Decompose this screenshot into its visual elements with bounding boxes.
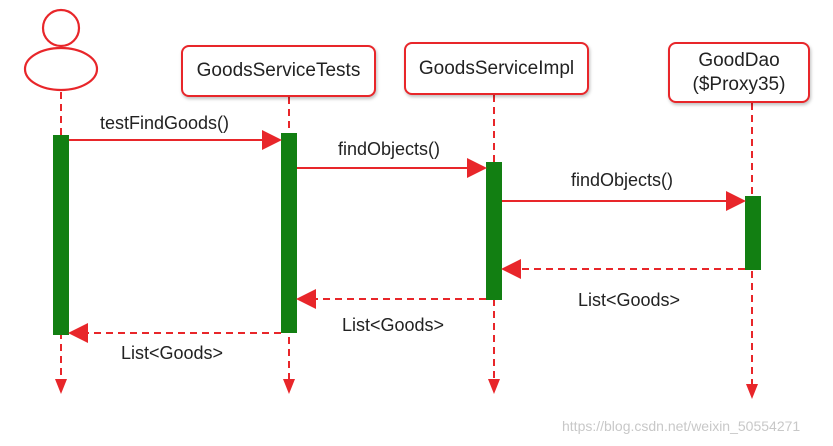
participant-label-line-1: GoodDao (698, 49, 780, 71)
participant-goods-service-impl: GoodsServiceImpl (404, 42, 589, 95)
participant-good-dao: GoodDao ($Proxy35) (668, 42, 810, 103)
activation-goods-service-impl (486, 162, 502, 300)
participant-goods-service-tests: GoodsServiceTests (181, 45, 376, 97)
participant-label: GoodsServiceImpl (418, 57, 575, 79)
participant-label: GoodsServiceTests (196, 60, 361, 81)
lifelines (60, 92, 753, 385)
message-label-find-objects-dao: findObjects() (571, 170, 674, 190)
watermark: https://blog.csdn.net/weixin_50554271 (562, 418, 801, 434)
message-label-test-find-goods: testFindGoods() (100, 113, 230, 133)
activation-actor (53, 135, 69, 335)
lifeline-impl-arrowhead (488, 379, 500, 394)
return-label-dao-to-impl: List<Goods> (578, 290, 681, 310)
return-label-impl-to-tests: List<Goods> (342, 315, 445, 335)
return-label-tests-to-actor: List<Goods> (121, 343, 224, 363)
actor-icon (23, 8, 99, 92)
lifeline-actor-arrowhead (55, 379, 67, 394)
message-label-find-objects-impl: findObjects() (338, 139, 441, 159)
activation-good-dao (745, 196, 761, 270)
lifeline-tests-arrowhead (283, 379, 295, 394)
activation-goods-service-tests (281, 133, 297, 333)
participant-label-line-2: ($Proxy35) (692, 73, 786, 95)
lifeline-dao-arrowhead (746, 384, 758, 399)
